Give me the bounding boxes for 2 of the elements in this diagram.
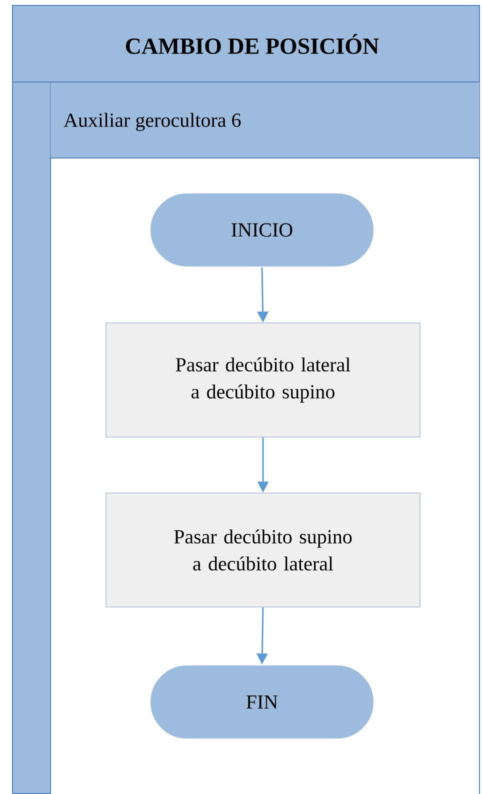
process-box: Pasar decúbito supino a decúbito lateral xyxy=(106,492,420,608)
process-box: Pasar decúbito lateral a decúbito supino xyxy=(106,322,420,438)
